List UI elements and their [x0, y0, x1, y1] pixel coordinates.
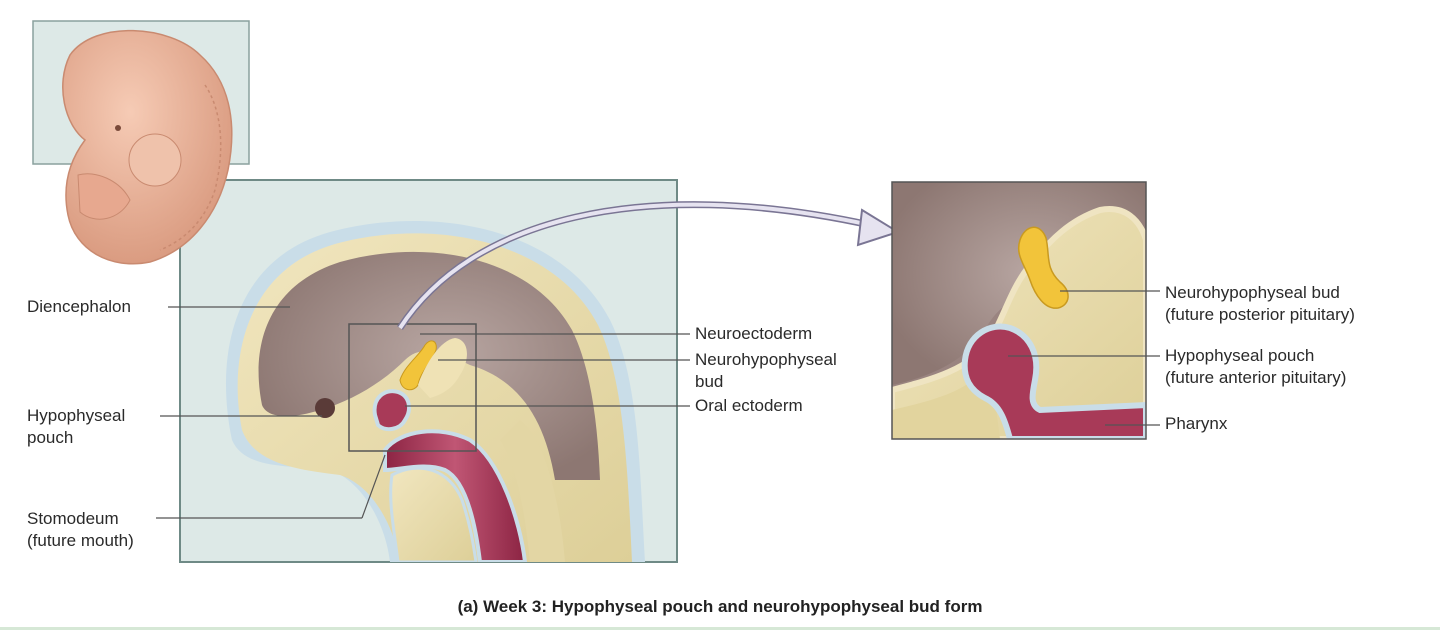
label-detail-pouch-line2: (future anterior pituitary) [1165, 368, 1347, 387]
label-stomodeum-line1: Stomodeum [27, 509, 119, 528]
label-diencephalon: Diencephalon [27, 297, 131, 316]
bottom-divider [0, 627, 1440, 630]
label-stomodeum-line2: (future mouth) [27, 531, 134, 550]
label-oral-ectoderm: Oral ectoderm [695, 396, 803, 415]
detail-panel [892, 182, 1146, 439]
label-hypophyseal-pouch-line2: pouch [27, 428, 74, 447]
embryo-figure [62, 29, 233, 265]
figure-caption: (a) Week 3: Hypophyseal pouch and neuroh… [457, 597, 983, 616]
label-detail-pouch-line1: Hypophyseal pouch [1165, 346, 1315, 365]
label-neurohypophyseal-bud-line2: bud [695, 372, 724, 391]
label-pharynx: Pharynx [1165, 414, 1228, 433]
cross-section [225, 220, 645, 562]
label-neuroectoderm: Neuroectoderm [695, 324, 813, 343]
magnifier-box [348, 323, 477, 452]
label-neurohypophyseal-bud-line1: Neurohypophyseal [695, 350, 837, 369]
label-hypophyseal-pouch-line1: Hypophyseal [27, 406, 126, 425]
label-detail-neuro-bud-line1: Neurohypophyseal bud [1165, 283, 1340, 302]
leader-lines [156, 290, 1160, 519]
label-detail-neuro-bud-line2: (future posterior pituitary) [1165, 305, 1355, 324]
